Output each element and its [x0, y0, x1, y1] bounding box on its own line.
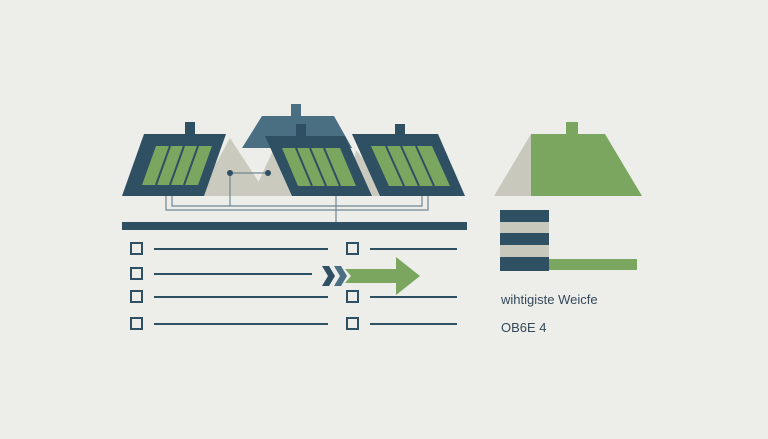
- checkbox-icon: [346, 290, 359, 303]
- checkbox-icon: [130, 242, 143, 255]
- checklist-right: [346, 242, 457, 330]
- checklist-left: [130, 242, 328, 330]
- wiring-lines: [165, 172, 429, 222]
- house-solar-icon: [265, 124, 372, 196]
- caption-primary: wihtigiste Weicfe: [501, 292, 598, 307]
- progress-indicator: [549, 259, 637, 270]
- gable-left: [198, 138, 268, 196]
- checkbox-icon: [346, 317, 359, 330]
- connector-dot: [265, 170, 271, 176]
- arrow-right-icon: [322, 257, 420, 295]
- connector-dot: [227, 170, 233, 176]
- base-bar: [122, 222, 467, 230]
- house-solar-icon: [122, 122, 226, 196]
- house-solar-icon: [352, 124, 465, 196]
- checkbox-icon: [130, 290, 143, 303]
- house-icon: [494, 122, 642, 196]
- checkbox-icon: [130, 267, 143, 280]
- stacked-bars-icon: [500, 210, 549, 271]
- checkbox-icon: [130, 317, 143, 330]
- caption-secondary: OB6E 4: [501, 320, 547, 335]
- checkbox-icon: [346, 242, 359, 255]
